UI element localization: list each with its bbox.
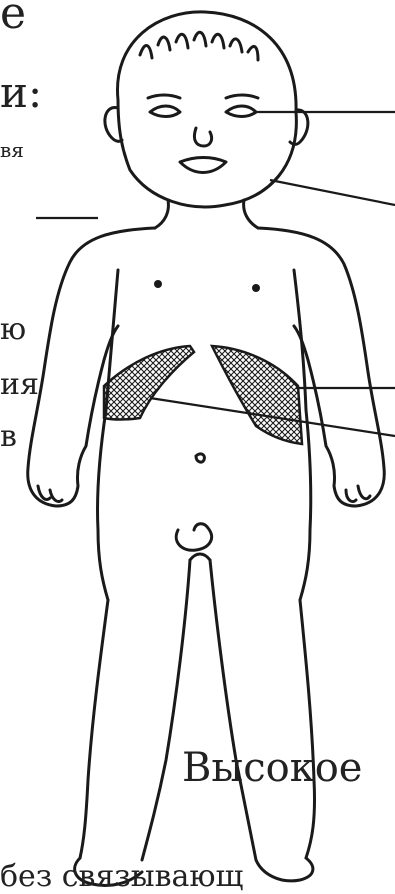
label-fragment-top-3: вя bbox=[0, 140, 24, 160]
right-leg bbox=[210, 560, 315, 860]
left-eye bbox=[150, 106, 180, 117]
genital-sketch bbox=[176, 524, 211, 551]
label-bottom-line: без связывающ bbox=[0, 862, 243, 892]
waist-left bbox=[97, 410, 108, 600]
nose bbox=[194, 128, 211, 146]
mouth bbox=[180, 158, 226, 173]
right-ear bbox=[290, 110, 308, 144]
label-vysokoe: Высокое bbox=[182, 748, 362, 788]
left-nipple bbox=[154, 280, 162, 288]
crotch bbox=[190, 554, 210, 560]
hatched-region-left bbox=[104, 346, 194, 420]
right-brow bbox=[226, 95, 258, 98]
head-outline bbox=[117, 12, 296, 207]
label-fragment-mid-3: в bbox=[0, 422, 17, 452]
right-nipple bbox=[252, 284, 260, 292]
right-foot bbox=[256, 858, 313, 881]
label-fragment-top-1: е bbox=[0, 0, 26, 36]
label-fragment-mid-1: ю bbox=[0, 315, 26, 345]
right-eye bbox=[226, 106, 256, 117]
left-hand bbox=[38, 486, 62, 502]
pointer-line-neck bbox=[270, 180, 395, 205]
neck bbox=[155, 200, 258, 228]
right-hand bbox=[346, 486, 370, 502]
hair bbox=[140, 32, 258, 60]
label-fragment-mid-2: ия bbox=[0, 370, 39, 400]
left-leg bbox=[80, 560, 190, 860]
left-brow bbox=[148, 95, 180, 98]
hatched-region-right bbox=[212, 346, 302, 444]
label-fragment-top-2: и: bbox=[0, 72, 42, 114]
navel bbox=[196, 454, 204, 462]
